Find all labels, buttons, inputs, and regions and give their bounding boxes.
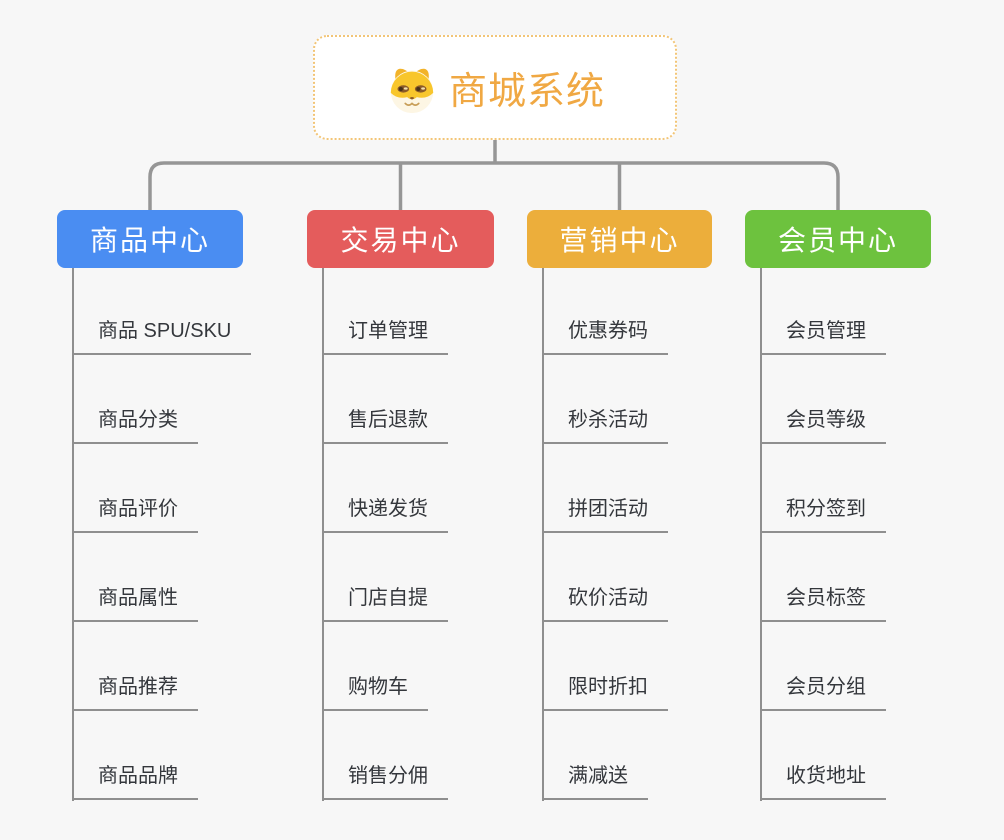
leaf-node[interactable]: 商品品牌 [72, 762, 198, 800]
branch-child-line [542, 268, 544, 801]
branch-header-trade-center[interactable]: 交易中心 [307, 210, 494, 268]
branch-header-marketing-center[interactable]: 营销中心 [527, 210, 712, 268]
leaf-node[interactable]: 会员标签 [760, 584, 886, 622]
leaf-node[interactable]: 秒杀活动 [542, 406, 668, 444]
leaf-node[interactable]: 售后退款 [322, 406, 448, 444]
leaf-node[interactable]: 购物车 [322, 673, 428, 711]
leaf-node[interactable]: 会员分组 [760, 673, 886, 711]
branch-rail-line [148, 161, 840, 210]
leaf-node[interactable]: 砍价活动 [542, 584, 668, 622]
leaf-node[interactable]: 快递发货 [322, 495, 448, 533]
leaf-node[interactable]: 限时折扣 [542, 673, 668, 711]
root-node[interactable]: 商城系统 [313, 35, 677, 140]
branch-child-line [322, 268, 324, 801]
branch-child-line [72, 268, 74, 801]
leaf-node[interactable]: 积分签到 [760, 495, 886, 533]
leaf-node[interactable]: 商品 SPU/SKU [72, 317, 252, 355]
branch-child-line [760, 268, 762, 801]
leaf-node[interactable]: 商品推荐 [72, 673, 198, 711]
dog-face-icon [390, 68, 434, 113]
branch-column-product: 商品 SPU/SKU 商品分类 商品评价 商品属性 商品推荐 商品品牌 [72, 0, 252, 840]
leaf-node[interactable]: 销售分佣 [322, 762, 448, 800]
branch-header-product-center[interactable]: 商品中心 [57, 210, 243, 268]
branch-header-member-center[interactable]: 会员中心 [745, 210, 931, 268]
leaf-node[interactable]: 订单管理 [322, 317, 448, 355]
leaf-node[interactable]: 满减送 [542, 762, 648, 800]
branch-column-marketing: 优惠券码 秒杀活动 拼团活动 砍价活动 限时折扣 满减送 [542, 0, 668, 840]
leaf-node[interactable]: 收货地址 [760, 762, 886, 800]
leaf-node[interactable]: 拼团活动 [542, 495, 668, 533]
leaf-node[interactable]: 商品分类 [72, 406, 198, 444]
branch-column-member: 会员管理 会员等级 积分签到 会员标签 会员分组 收货地址 [760, 0, 886, 840]
leaf-node[interactable]: 会员等级 [760, 406, 886, 444]
leaf-node[interactable]: 商品评价 [72, 495, 198, 533]
leaf-node[interactable]: 门店自提 [322, 584, 448, 622]
branch-column-trade: 订单管理 售后退款 快递发货 门店自提 购物车 销售分佣 [322, 0, 448, 840]
root-title: 商城系统 [448, 71, 605, 113]
leaf-node[interactable]: 会员管理 [760, 317, 886, 355]
leaf-node[interactable]: 优惠券码 [542, 317, 668, 355]
leaf-node[interactable]: 商品属性 [72, 584, 198, 622]
